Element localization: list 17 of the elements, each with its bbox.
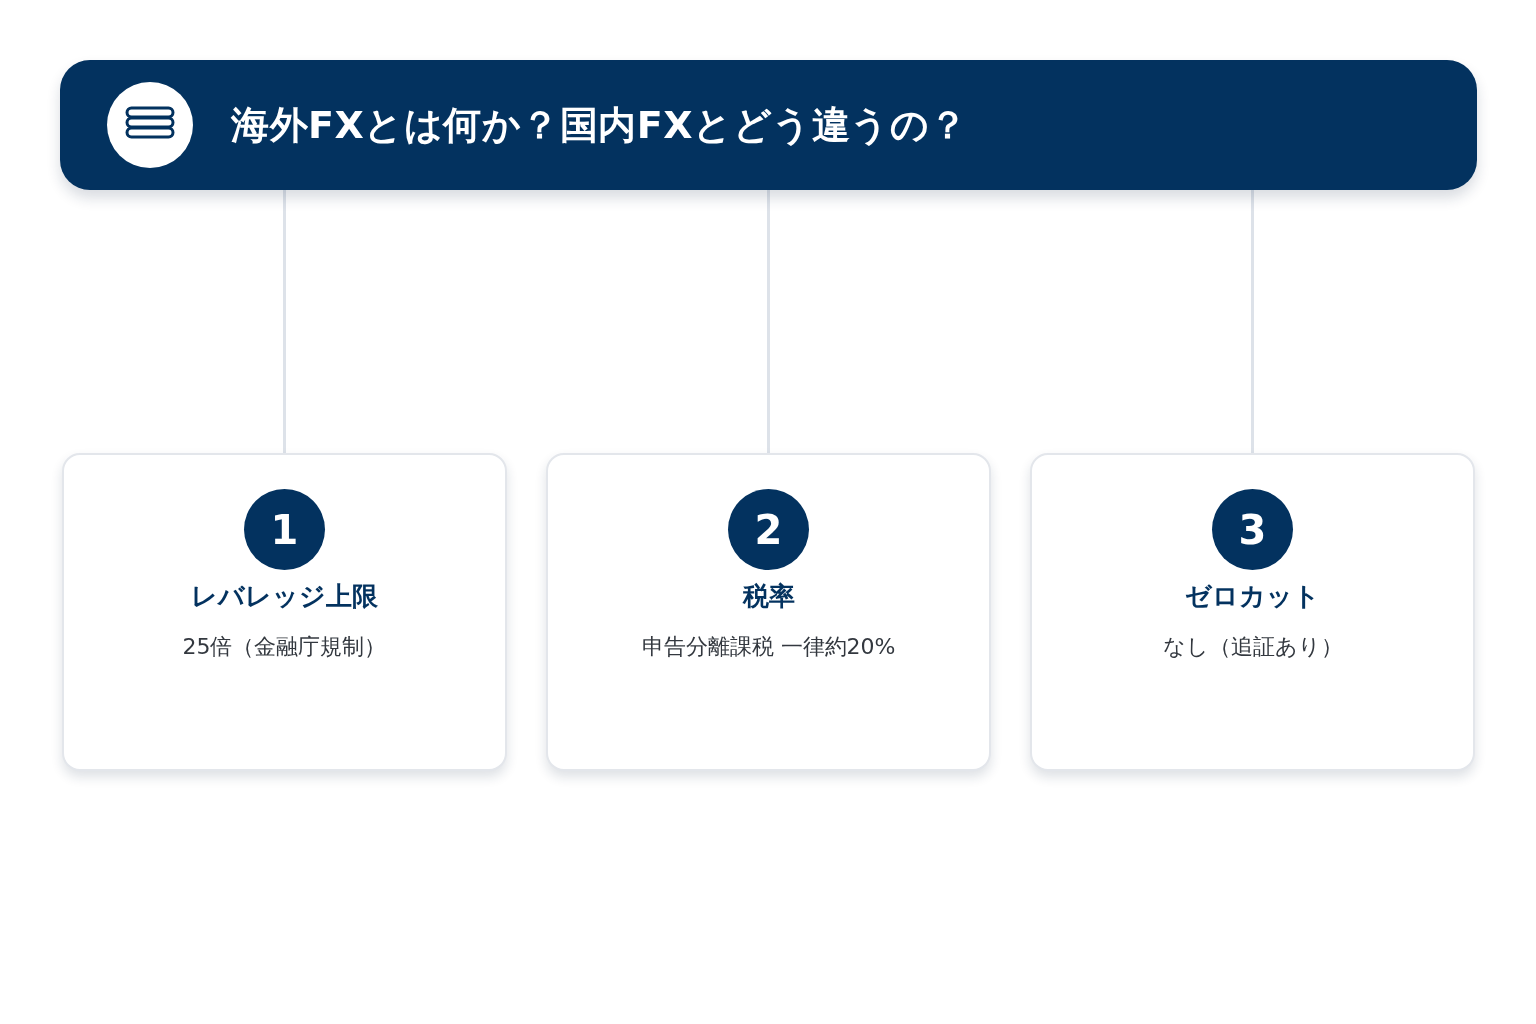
card-heading: ゼロカット: [1185, 580, 1320, 613]
connector-line: [767, 190, 770, 453]
step-number: 3: [1212, 489, 1293, 570]
card-text: なし（追証あり）: [1161, 633, 1344, 662]
header-banner: [60, 60, 1477, 190]
card-heading: 税率: [742, 580, 795, 613]
header-title: 海外FXとは何か？国内FXとどう違うの？: [231, 101, 968, 149]
info-card: [62, 453, 507, 771]
step-number: 2: [728, 489, 809, 570]
info-card: [546, 453, 991, 771]
card-text: 25倍（金融庁規制）: [181, 633, 388, 662]
connector-line: [1251, 190, 1254, 453]
connector-line: [283, 190, 286, 453]
info-card: [1030, 453, 1475, 771]
card-text: 申告分離課税 一律約20%: [640, 633, 897, 662]
card-heading: レバレッジ上限: [191, 580, 378, 613]
step-number: 1: [244, 489, 325, 570]
